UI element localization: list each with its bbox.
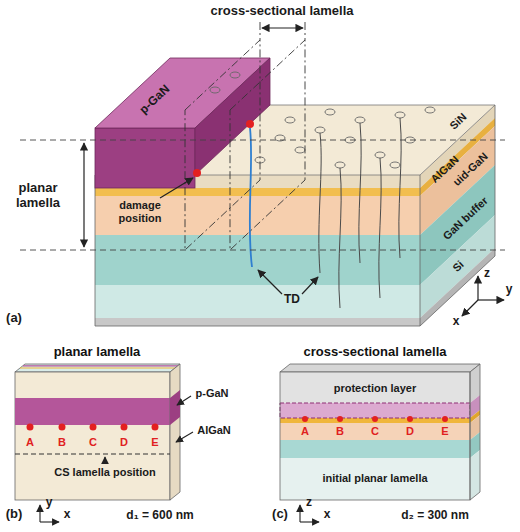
point-letter: E xyxy=(441,425,448,438)
point-letter: D xyxy=(120,436,128,449)
point-letter: C xyxy=(371,425,379,438)
layer-label: protection layer xyxy=(334,382,417,395)
axis-label: x xyxy=(324,508,331,522)
arrows-a xyxy=(84,28,504,316)
planar-lamella-slab xyxy=(15,364,180,500)
dimension-label: d₂ = 300 nm xyxy=(401,509,469,523)
axis-label: x xyxy=(64,508,71,522)
point-letter: D xyxy=(406,425,414,438)
axis-label: x xyxy=(453,315,460,329)
axis-label: z xyxy=(306,496,312,510)
panel-letter: (a) xyxy=(6,311,22,326)
point-letter: C xyxy=(89,436,97,449)
dimension-label: d₁ = 600 nm xyxy=(126,509,193,523)
arrows-b xyxy=(40,396,193,522)
point-letter: A xyxy=(301,425,309,438)
threading-dislocations xyxy=(319,118,401,308)
planar-lamella-bounds xyxy=(20,140,505,250)
callout-label: TD xyxy=(284,293,300,307)
lamella-panel: planar lamella xyxy=(2,342,192,508)
p-gan-gate-bar xyxy=(95,58,270,188)
panel-letter: (b) xyxy=(6,507,23,522)
cs-lamella-outline xyxy=(185,22,305,250)
layer-label: p-GaN xyxy=(196,387,229,400)
damage-dots xyxy=(193,120,254,177)
axis-label: z xyxy=(484,267,490,281)
panel-heading: planar lamella xyxy=(2,344,192,359)
panel-heading: cross-sectional lamella xyxy=(270,344,480,359)
lamella-label: cross-sectional lamella xyxy=(210,4,353,19)
axis-label: y xyxy=(506,283,513,297)
point-letter: A xyxy=(26,436,34,449)
cross-sectional-lamella-slab xyxy=(280,364,480,500)
axis-label: y xyxy=(46,496,53,510)
device-block xyxy=(95,105,495,326)
point-letter: E xyxy=(151,436,158,449)
region-label: initial planar lamella xyxy=(322,472,427,485)
damaged-dislocation xyxy=(250,128,252,267)
layer-label: AlGaN xyxy=(197,424,231,437)
callout-label: CS lamella position xyxy=(54,466,155,479)
callout-label: damage position xyxy=(104,199,176,224)
lamella-label: planar lamella xyxy=(2,181,74,211)
panel-letter: (c) xyxy=(272,507,288,522)
point-letter: B xyxy=(336,425,344,438)
point-letter: B xyxy=(58,436,66,449)
